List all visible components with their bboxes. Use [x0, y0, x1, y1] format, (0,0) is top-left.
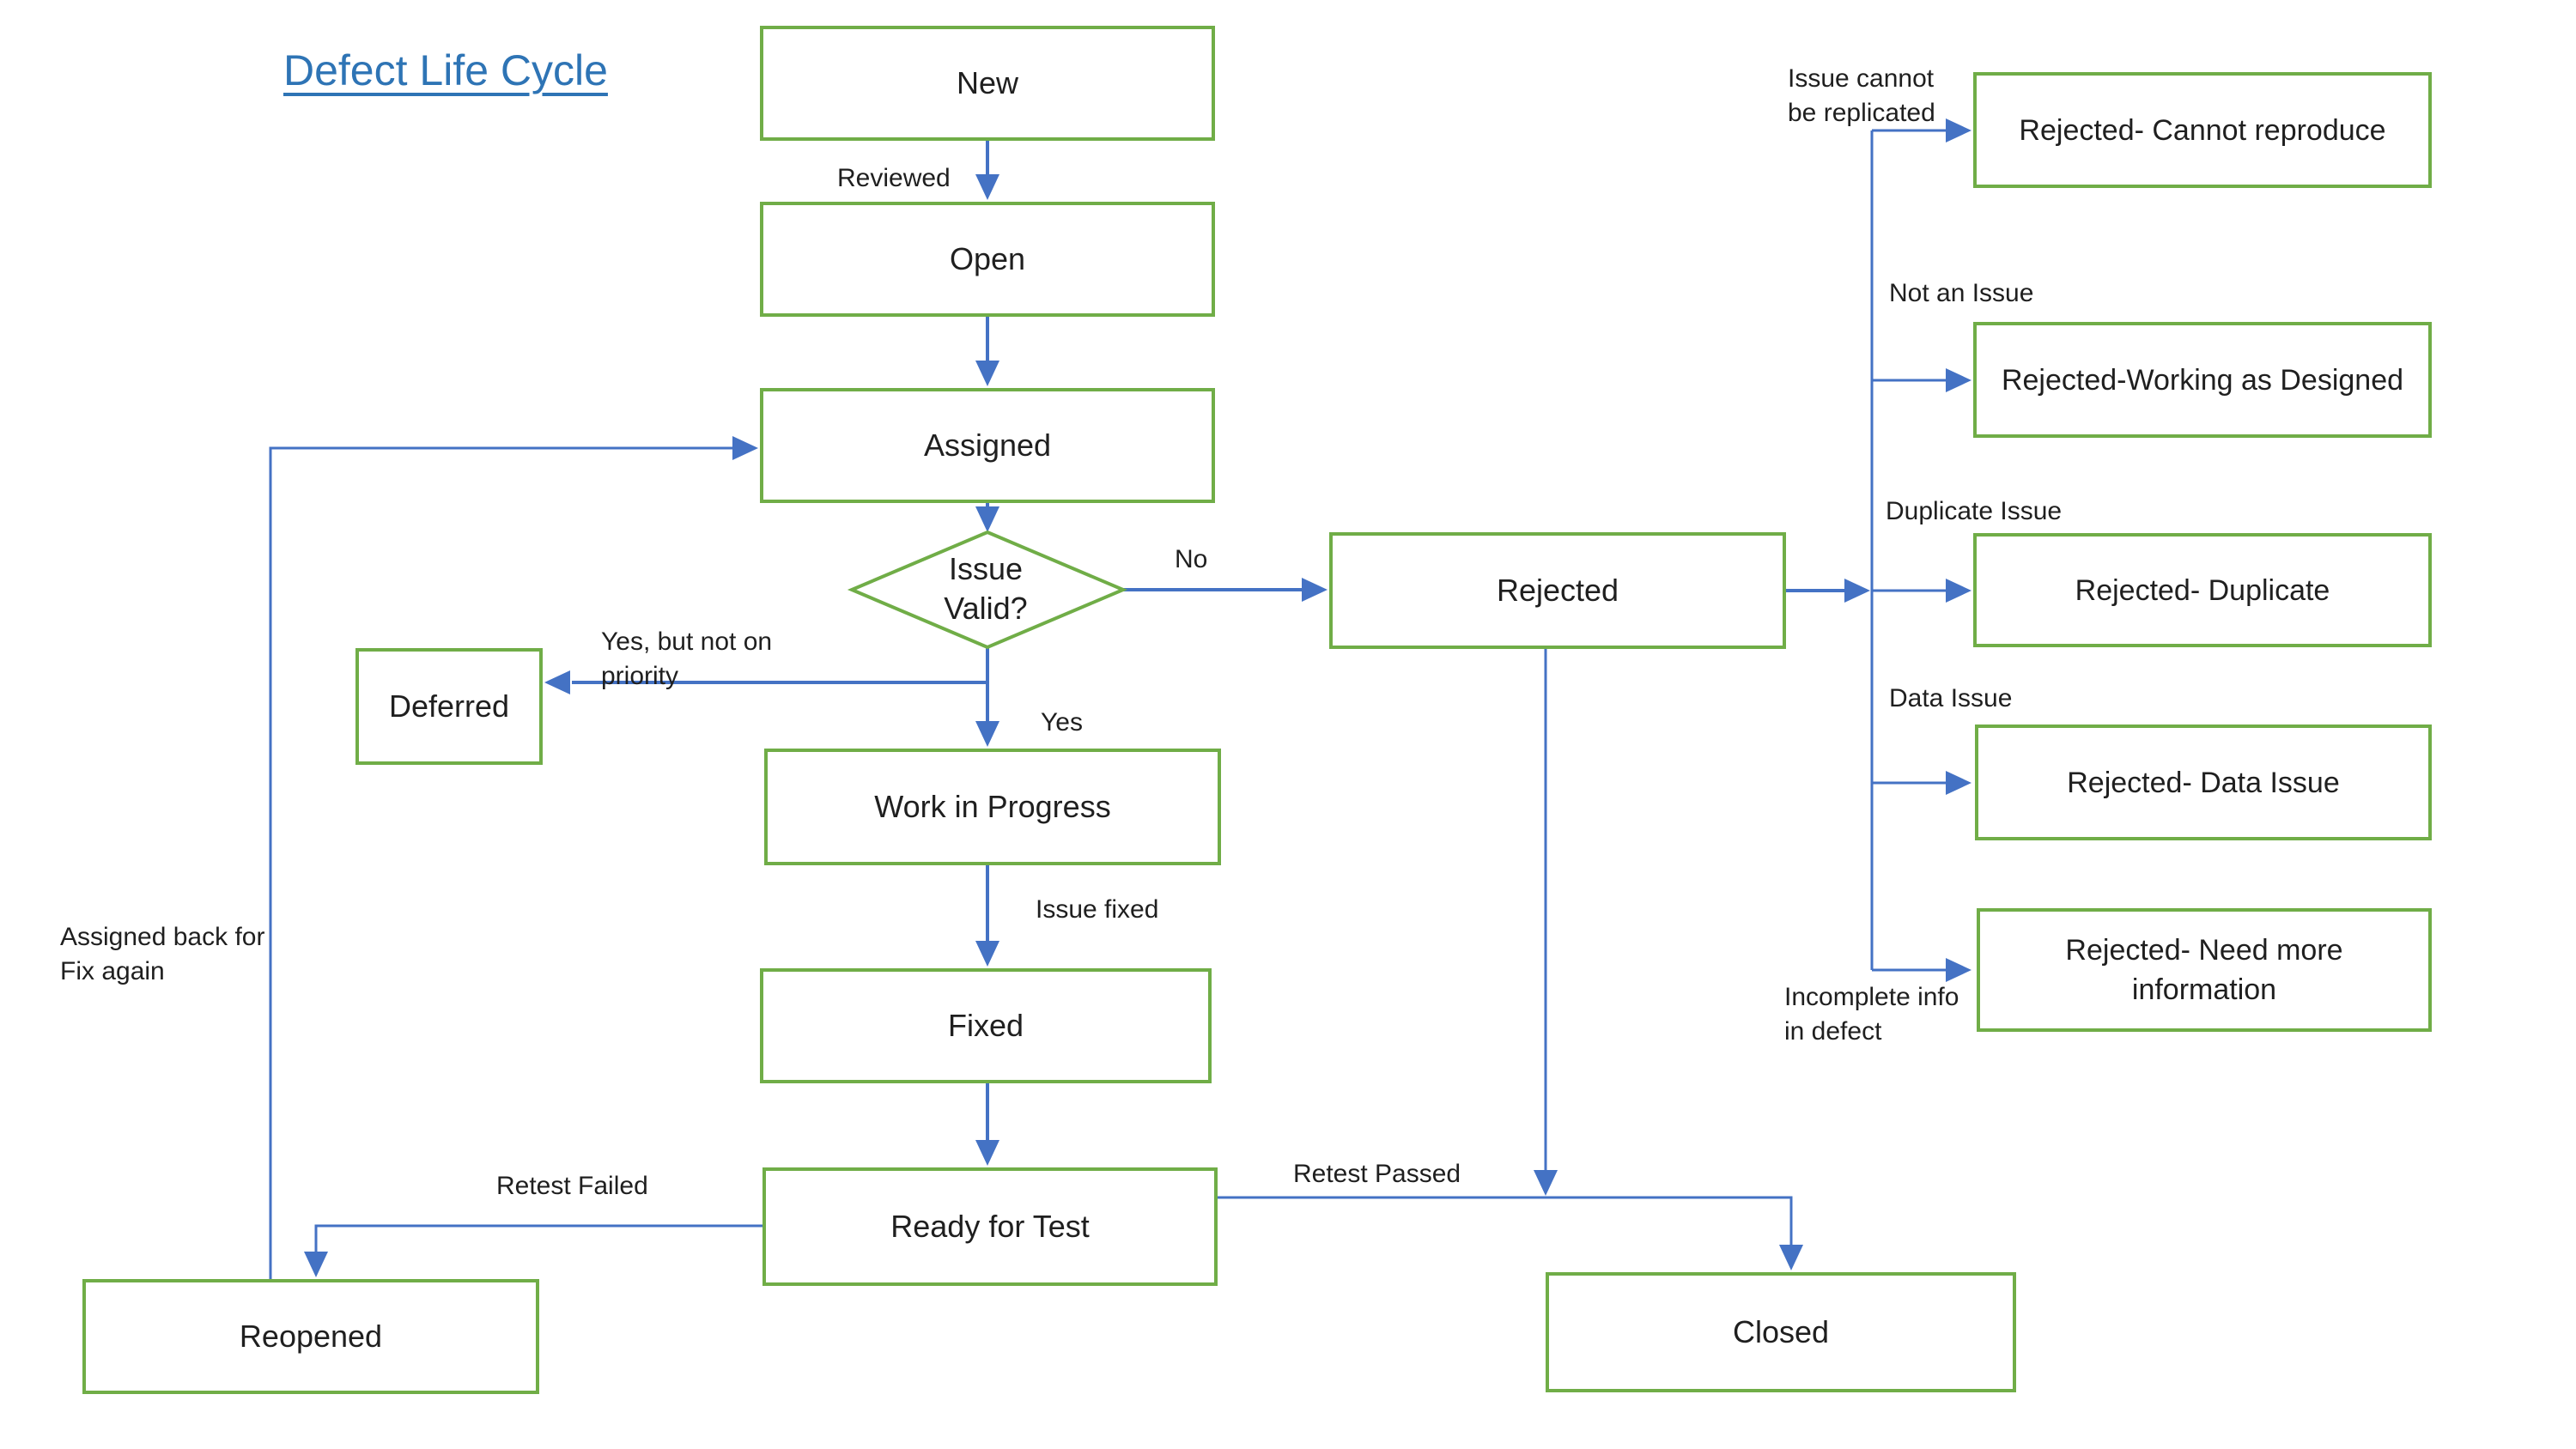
edge-label-no: No [1175, 545, 1208, 573]
arrowhead-deferred [544, 670, 570, 694]
arrowhead-cannot-reproduce [1946, 118, 1971, 142]
edge-label-issue-cannot-line2: be replicated [1788, 99, 1935, 127]
arrowhead-assigned [975, 361, 999, 386]
edge-label-yes-not-priority-line1: Yes, but not on [601, 627, 773, 656]
edge-label-data-issue: Data Issue [1889, 684, 2013, 712]
node-open-label: Open [949, 241, 1026, 276]
arrowhead-issue-valid [975, 506, 999, 532]
edge-label-reviewed: Reviewed [837, 164, 951, 192]
issue-valid-line1: Issue [948, 551, 1024, 586]
node-new: New [760, 26, 1215, 141]
node-deferred: Deferred [355, 648, 543, 765]
edge-label-issue-fixed: Issue fixed [1036, 895, 1159, 924]
arrowhead-open [975, 174, 999, 200]
arrowhead-wip [975, 721, 999, 747]
node-reopened-label: Reopened [239, 1319, 383, 1354]
arrowhead-fixed [975, 941, 999, 967]
node-fixed: Fixed [760, 968, 1212, 1083]
node-closed-label: Closed [1732, 1314, 1830, 1349]
page-title: Defect Life Cycle [283, 46, 608, 94]
arrowhead-duplicate [1946, 579, 1971, 603]
node-fixed-label: Fixed [947, 1008, 1024, 1043]
arrowhead-rejected [1302, 578, 1327, 602]
node-rejected-working-as-designed-label: Rejected-Working as Designed [2001, 363, 2404, 397]
arrowhead-reopened [304, 1252, 328, 1277]
node-ready-for-test-label: Ready for Test [890, 1209, 1090, 1244]
node-rejected-need-more-information: Rejected- Need more information [1977, 908, 2432, 1032]
node-work-in-progress: Work in Progress [764, 749, 1221, 865]
edge-label-assigned-back: Assigned back for Fix again [60, 920, 264, 989]
node-rejected-data-issue: Rejected- Data Issue [1975, 724, 2432, 840]
node-rejected-cannot-reproduce-label: Rejected- Cannot reproduce [2019, 113, 2386, 147]
edge-label-assigned-back-line1: Assigned back for [60, 923, 265, 951]
issue-valid-line2: Valid? [944, 591, 1028, 626]
edge-label-incomplete-info-line2: in defect [1784, 1017, 1882, 1046]
edge-label-yes: Yes [1041, 708, 1083, 737]
node-rejected-duplicate-label: Rejected- Duplicate [2075, 573, 2330, 607]
node-rejected-working-as-designed: Rejected-Working as Designed [1973, 322, 2432, 438]
node-rejected-cannot-reproduce: Rejected- Cannot reproduce [1973, 72, 2432, 188]
arrowhead-ready [975, 1140, 999, 1166]
node-rejected-data-issue-label: Rejected- Data Issue [2067, 766, 2340, 799]
node-rejected: Rejected [1329, 532, 1786, 649]
node-closed: Closed [1546, 1272, 2016, 1392]
edge-label-issue-cannot-line1: Issue cannot [1788, 64, 1935, 93]
arrowhead-assigned-back [732, 436, 758, 460]
node-rejected-label: Rejected [1496, 573, 1619, 608]
arrowhead-rejected-join [1534, 1170, 1558, 1196]
edge-label-retest-passed: Retest Passed [1293, 1160, 1461, 1188]
node-assigned-label: Assigned [923, 427, 1052, 463]
edge-label-not-an-issue: Not an Issue [1889, 279, 2034, 307]
arrowhead-working-as-designed [1946, 368, 1971, 392]
node-reopened: Reopened [82, 1279, 539, 1394]
edge-label-incomplete-info: Incomplete info in defect [1784, 980, 1959, 1049]
edge-reopened-to-assigned [269, 446, 732, 1279]
arrowhead-need-more-info [1946, 958, 1971, 982]
arrowhead-data-issue [1946, 771, 1971, 795]
edge-label-assigned-back-line2: Fix again [60, 957, 165, 985]
node-deferred-label: Deferred [388, 688, 510, 724]
node-assigned: Assigned [760, 388, 1215, 503]
arrowhead-closed [1779, 1245, 1803, 1270]
node-ready-for-test: Ready for Test [762, 1167, 1218, 1286]
edge-label-yes-not-priority: Yes, but not on priority [601, 625, 772, 694]
arrowhead-spine [1844, 579, 1870, 603]
edge-label-incomplete-info-line1: Incomplete info [1784, 983, 1959, 1011]
node-new-label: New [956, 65, 1019, 100]
edge-retest-passed [1218, 1196, 1793, 1245]
node-issue-valid-shape [847, 530, 1128, 650]
node-work-in-progress-label: Work in Progress [874, 789, 1111, 824]
edge-retest-failed [314, 1224, 762, 1252]
edge-label-issue-cannot-be-replicated: Issue cannot be replicated [1788, 62, 1935, 130]
node-issue-valid-label: Issue Valid? [883, 549, 1089, 628]
edge-label-yes-not-priority-line2: priority [601, 662, 679, 690]
node-rejected-duplicate: Rejected- Duplicate [1973, 533, 2432, 647]
edge-label-duplicate-issue: Duplicate Issue [1886, 497, 2063, 525]
node-open: Open [760, 202, 1215, 317]
node-rejected-need-more-information-label: Rejected- Need more information [2065, 934, 2343, 1006]
edge-label-retest-failed: Retest Failed [496, 1172, 648, 1200]
